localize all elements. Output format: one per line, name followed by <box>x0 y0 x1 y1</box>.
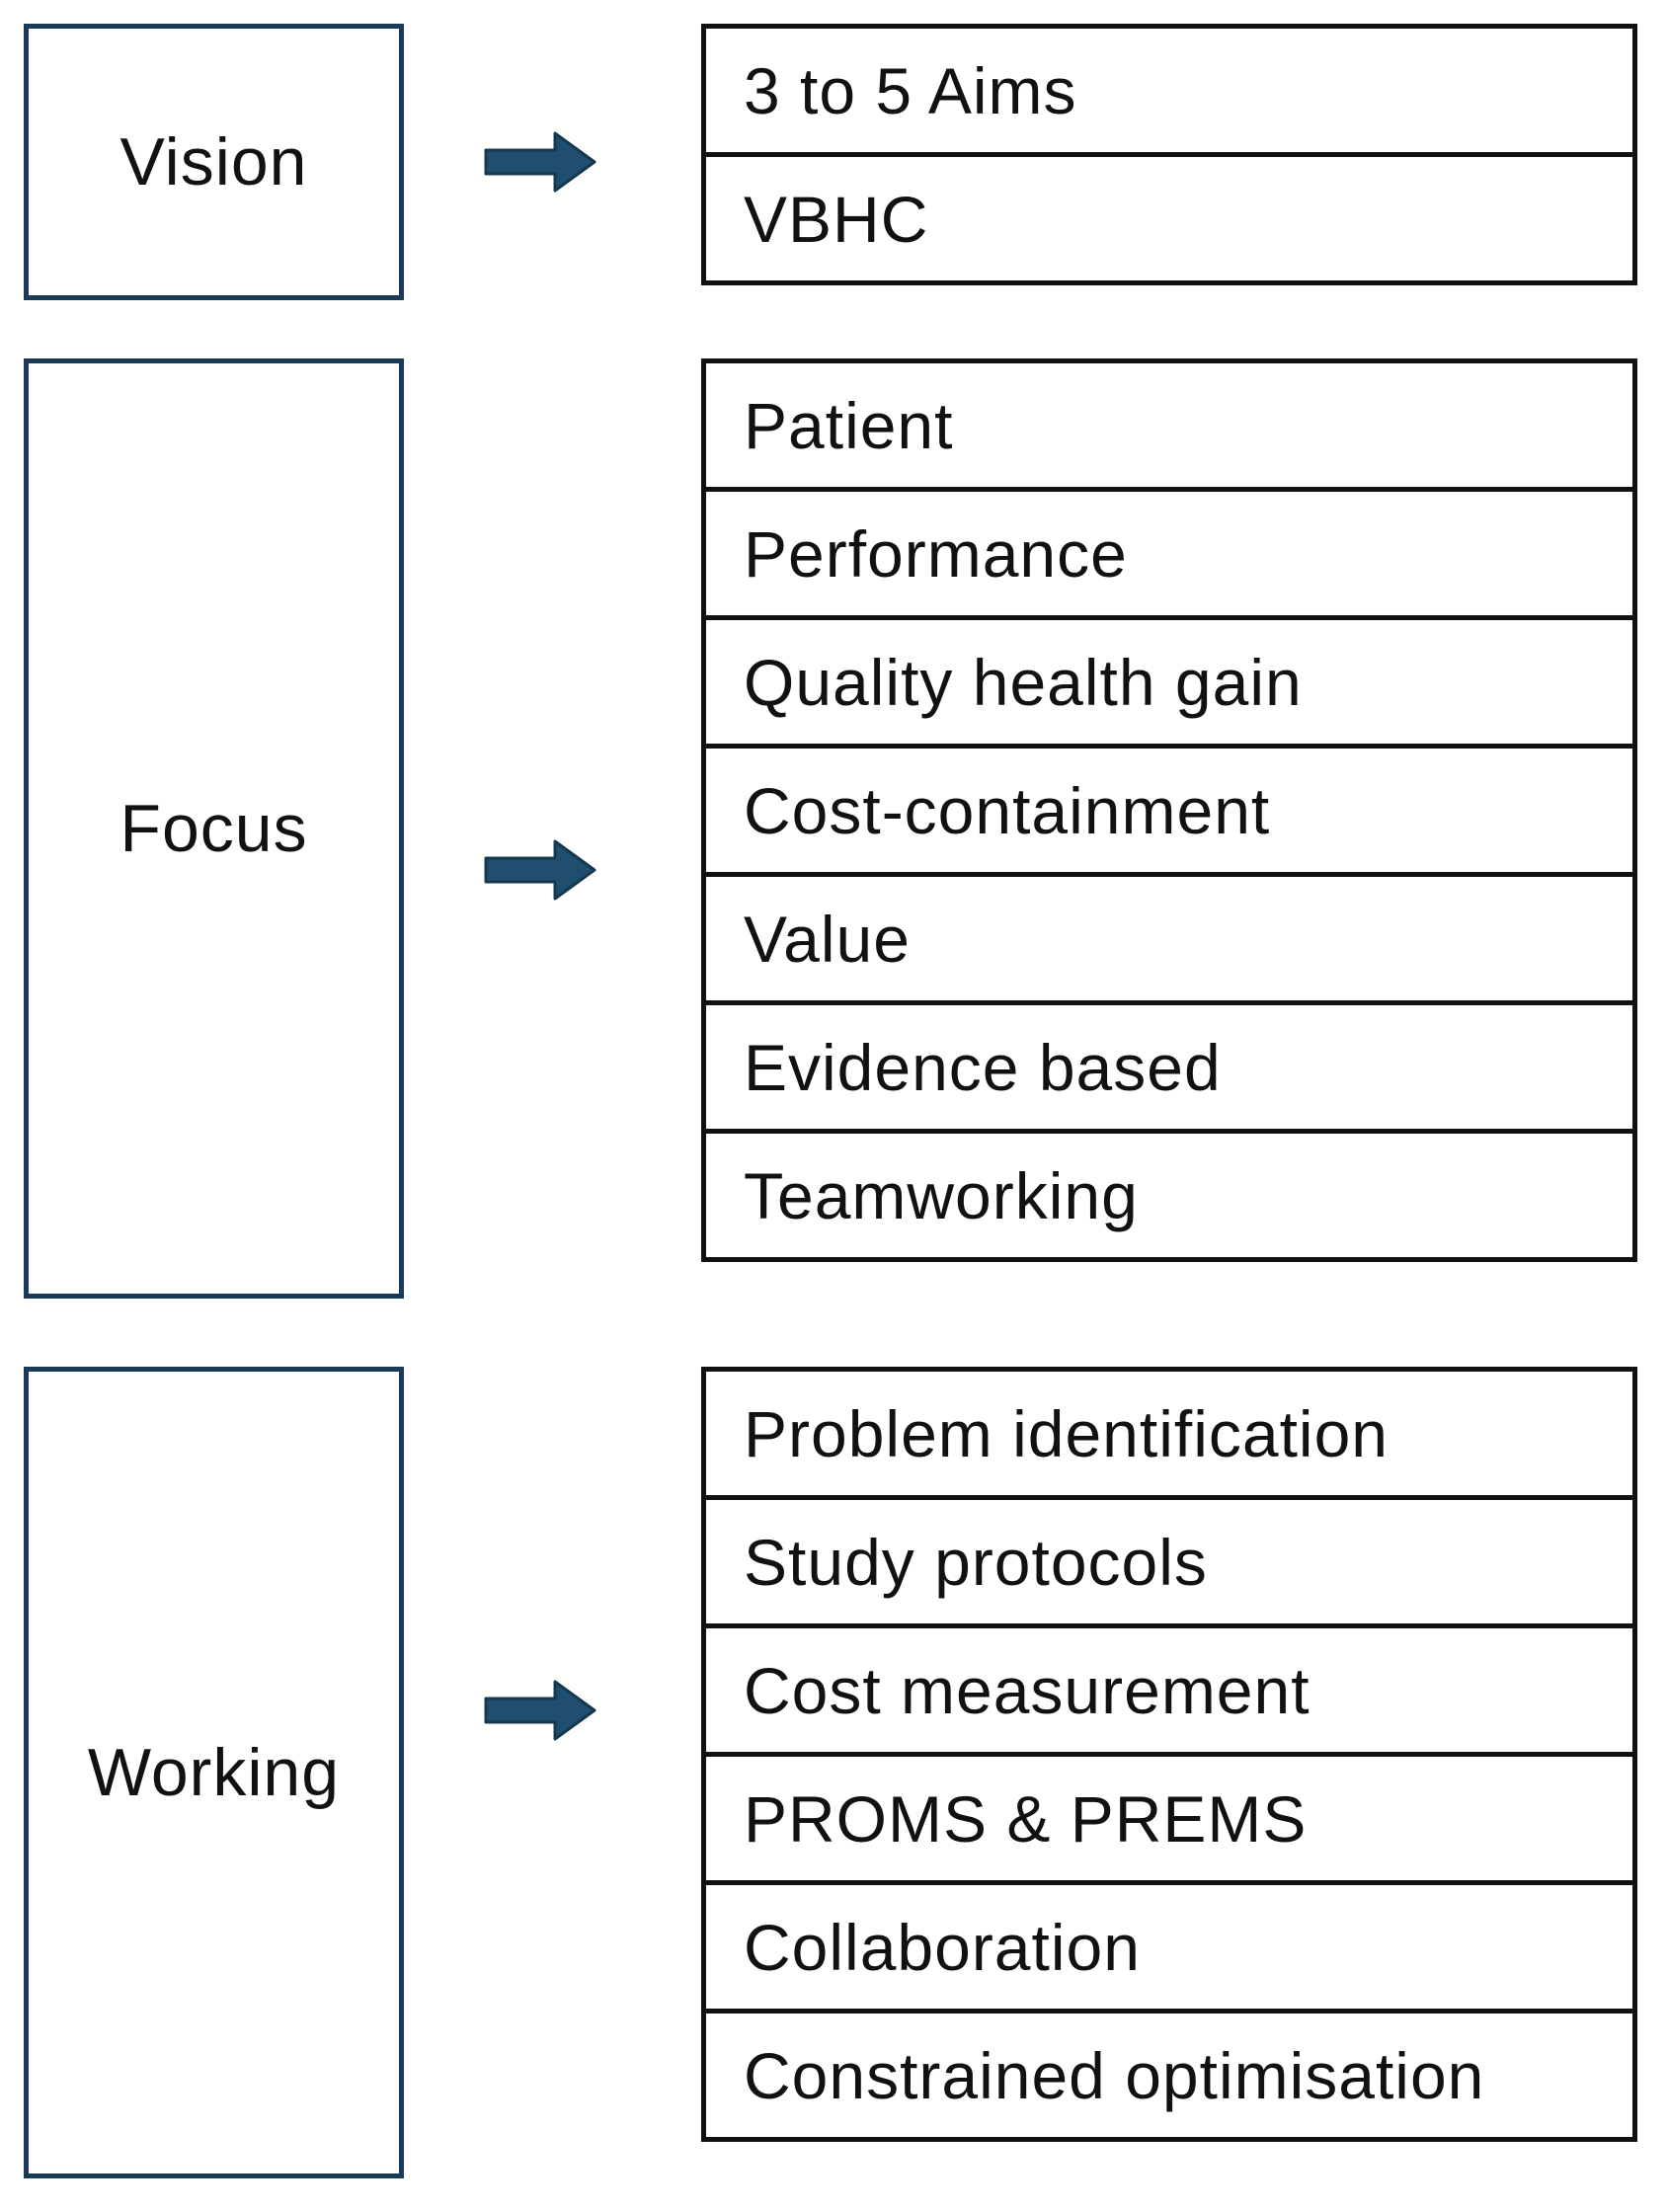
group-vision: Vision 3 to 5 Aims VBHC <box>0 24 1667 300</box>
category-working: Working <box>24 1367 404 2178</box>
list-item: 3 to 5 Aims <box>701 24 1637 157</box>
list-item: Value <box>701 872 1637 1005</box>
list-item: Cost-containment <box>701 744 1637 877</box>
right-arrow-icon <box>484 131 596 193</box>
list-item: VBHC <box>701 152 1637 285</box>
list-item: Constrained optimisation <box>701 2009 1637 2142</box>
working-items: Problem identification Study protocols C… <box>701 1367 1637 2142</box>
list-item: Cost measurement <box>701 1623 1637 1757</box>
category-focus: Focus <box>24 358 404 1299</box>
list-item: Study protocols <box>701 1495 1637 1628</box>
list-item: Quality health gain <box>701 615 1637 749</box>
list-item: Teamworking <box>701 1129 1637 1262</box>
right-arrow-icon <box>484 839 596 901</box>
group-working: Working Problem identification Study pro… <box>0 1367 1667 2178</box>
list-item: PROMS & PREMS <box>701 1752 1637 1885</box>
right-arrow-icon <box>484 1680 596 1741</box>
category-vision: Vision <box>24 24 404 300</box>
vision-items: 3 to 5 Aims VBHC <box>701 24 1637 285</box>
group-focus: Focus Patient Performance Quality health… <box>0 358 1667 1299</box>
list-item: Problem identification <box>701 1367 1637 1500</box>
list-item: Performance <box>701 487 1637 620</box>
list-item: Evidence based <box>701 1000 1637 1134</box>
focus-items: Patient Performance Quality health gain … <box>701 358 1637 1262</box>
list-item: Collaboration <box>701 1880 1637 2014</box>
list-item: Patient <box>701 358 1637 492</box>
